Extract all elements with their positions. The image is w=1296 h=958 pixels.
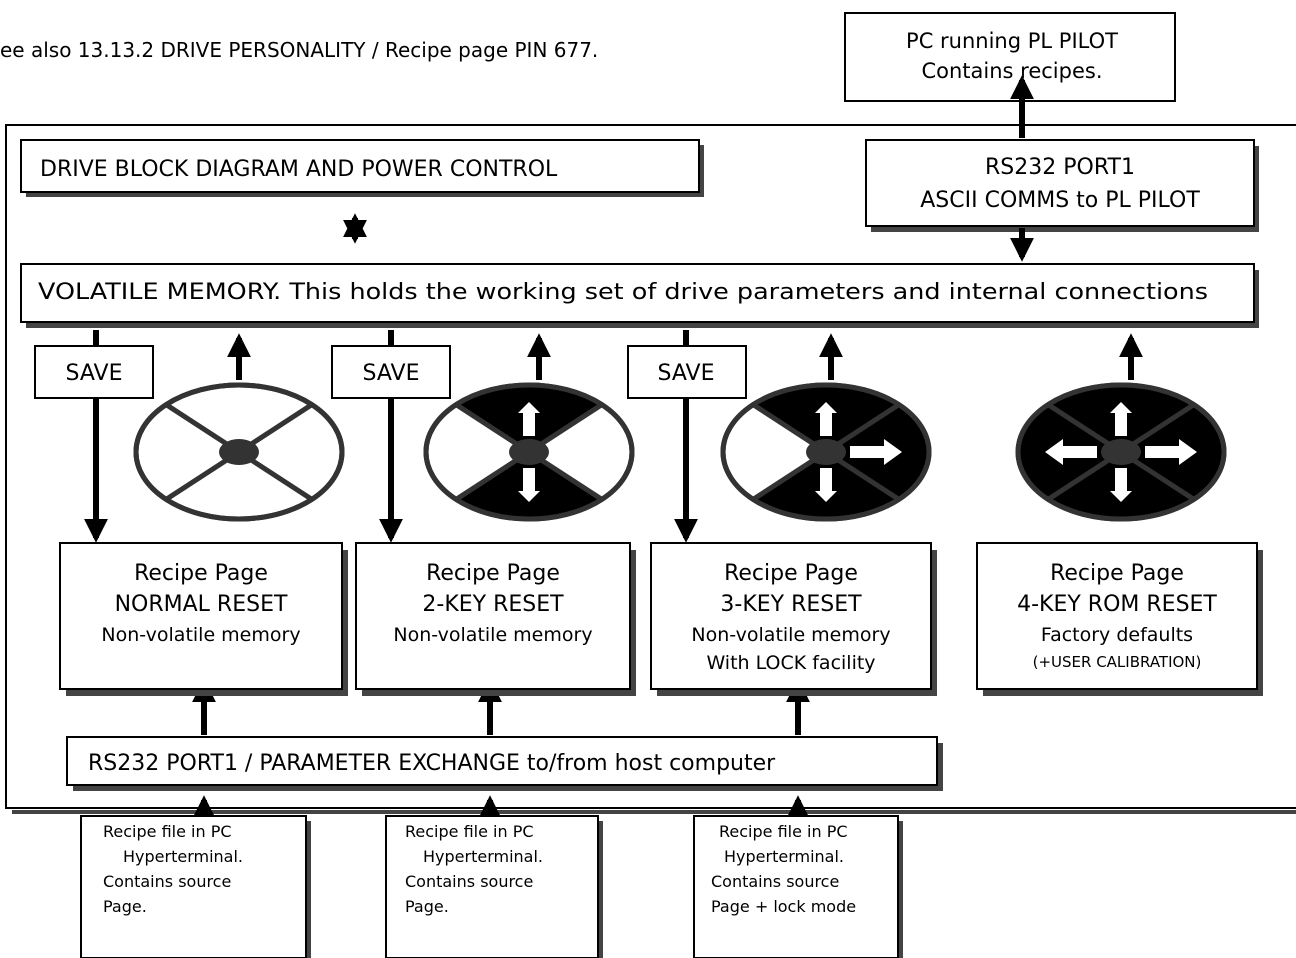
recipe-page-4-desc2: (+USER CALIBRATION) [1033,653,1202,671]
recipe-page-3: Recipe Page 3-KEY RESET Non-volatile mem… [650,542,937,696]
recipe-file-3-l2: Hyperterminal. [724,847,844,866]
recipe-page-4-desc1: Factory defaults [1041,624,1193,646]
recipe-file-2-l1: Recipe file in PC [405,822,534,841]
arrow-up-icon [1110,402,1132,436]
center-dot-icon [1101,439,1141,465]
center-dot-icon [219,439,259,465]
recipe-page-1-desc1: Non-volatile memory [101,624,300,646]
recipe-page-2: Recipe Page 2-KEY RESET Non-volatile mem… [355,542,636,696]
recipe-file-3-l3: Contains source [711,872,839,891]
arrow-right-icon [850,439,902,465]
save-label-3: SAVE [658,361,715,386]
rs232-top-line1: RS232 PORT1 [985,155,1135,180]
arrow-down-icon [518,468,540,502]
drive-block-label: DRIVE BLOCK DIAGRAM AND POWER CONTROL [40,157,558,182]
recipe-page-2-title: Recipe Page [426,561,560,586]
recipe-page-2-reset: 2-KEY RESET [422,592,564,617]
pc-box: PC running PL PILOT Contains recipes. [844,12,1176,102]
arrow-left-icon [1045,439,1097,465]
center-dot-icon [509,439,549,465]
save-label-1: SAVE [66,361,123,386]
recipe-page-4-reset: 4-KEY ROM RESET [1017,592,1217,617]
recipe-page-3-desc1: Non-volatile memory [691,624,890,646]
recipe-file-2-l4: Page. [405,897,449,916]
pc-box-line2: Contains recipes. [921,59,1102,83]
recipe-page-1-reset: NORMAL RESET [115,592,288,617]
save-box-3: SAVE [627,345,747,399]
arrow-up-icon [518,402,540,436]
center-dot-icon [806,439,846,465]
recipe-file-2-l2: Hyperterminal. [423,847,543,866]
recipe-file-1-l1: Recipe file in PC [103,822,232,841]
recipe-page-3-desc2: With LOCK facility [706,652,875,674]
pc-box-line1: PC running PL PILOT [906,29,1118,53]
key-indicator-four-keys [1015,382,1227,522]
rs232-exchange-label: RS232 PORT1 / PARAMETER EXCHANGE to/from… [88,751,776,776]
drive-block-box: DRIVE BLOCK DIAGRAM AND POWER CONTROL [20,139,704,197]
recipe-file-3: Recipe file in PC Hyperterminal. Contain… [693,815,903,958]
save-box-2: SAVE [331,345,451,399]
save-box-1: SAVE [34,345,154,399]
volatile-memory-label: VOLATILE MEMORY. This holds the working … [38,280,1208,305]
recipe-file-1: Recipe file in PC Hyperterminal. Contain… [80,815,311,958]
key-indicator-three-keys [720,382,932,522]
volatile-memory-box: VOLATILE MEMORY. This holds the working … [20,263,1259,328]
recipe-page-4: Recipe Page 4-KEY ROM RESET Factory defa… [976,542,1263,696]
save-label-2: SAVE [363,361,420,386]
recipe-file-1-l2: Hyperterminal. [123,847,243,866]
arrow-right-icon [1145,439,1197,465]
drive-frame [5,124,1296,814]
arrow-up-icon [815,402,837,436]
recipe-file-2-l3: Contains source [405,872,533,891]
recipe-page-1: Recipe Page NORMAL RESET Non-volatile me… [59,542,348,696]
recipe-page-3-reset: 3-KEY RESET [720,592,862,617]
key-indicator-two-keys [423,382,635,522]
rs232-top-line2: ASCII COMMS to PL PILOT [920,188,1200,213]
arrow-down-icon [1110,468,1132,502]
key-indicator-no-keys [133,382,345,522]
recipe-page-3-title: Recipe Page [724,561,858,586]
rs232-top-box: RS232 PORT1 ASCII COMMS to PL PILOT [865,139,1259,232]
recipe-file-1-l3: Contains source [103,872,231,891]
recipe-file-1-l4: Page. [103,897,147,916]
recipe-file-3-l4: Page + lock mode [711,897,856,916]
key-indicators [133,382,1227,522]
rs232-exchange-box: RS232 PORT1 / PARAMETER EXCHANGE to/from… [66,736,943,791]
recipe-page-4-title: Recipe Page [1050,561,1184,586]
header-note: ee also 13.13.2 DRIVE PERSONALITY / Reci… [0,38,598,62]
recipe-page-1-title: Recipe Page [134,561,268,586]
arrow-down-icon [815,468,837,502]
recipe-file-3-l1: Recipe file in PC [719,822,848,841]
recipe-page-2-desc1: Non-volatile memory [393,624,592,646]
recipe-file-2: Recipe file in PC Hyperterminal. Contain… [385,815,603,958]
